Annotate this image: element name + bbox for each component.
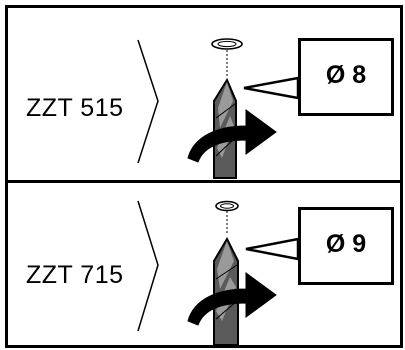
panel-divider bbox=[8, 180, 400, 183]
model-label: ZZT 715 bbox=[26, 261, 124, 289]
drill-size-label: Ø 8 bbox=[325, 61, 367, 89]
panel-zzt-515: ZZT 515 Ø 8 bbox=[8, 8, 400, 180]
rotation-arrow-icon bbox=[187, 109, 277, 163]
size-pointer bbox=[245, 237, 300, 261]
hole-ring-icon bbox=[211, 38, 243, 50]
panel-artwork bbox=[137, 200, 300, 345]
panel-zzt-715: ZZT 715 Ø 9 bbox=[8, 183, 400, 345]
rotation-arrow-icon bbox=[187, 272, 277, 326]
drill-size-label: Ø 9 bbox=[325, 230, 367, 258]
diagram-frame: ZZT 515 Ø 8 ZZT 715 Ø 9 bbox=[5, 5, 403, 348]
size-pointer bbox=[243, 76, 300, 100]
bracket-icon bbox=[137, 200, 159, 332]
drill-size-box: Ø 9 bbox=[298, 207, 394, 285]
bracket-icon bbox=[137, 39, 159, 164]
model-label: ZZT 515 bbox=[26, 94, 124, 122]
panel-artwork bbox=[137, 38, 300, 179]
hole-ring-icon bbox=[215, 200, 239, 212]
drill-size-box: Ø 8 bbox=[298, 38, 394, 116]
